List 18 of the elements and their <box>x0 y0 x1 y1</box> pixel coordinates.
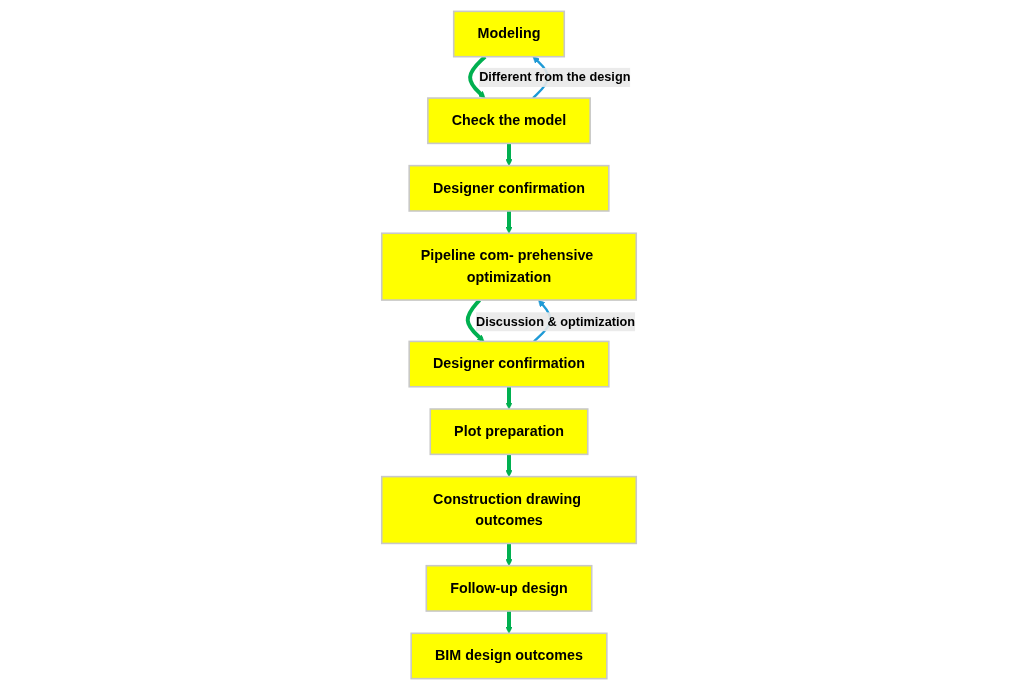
arrow <box>505 610 512 634</box>
node-box: Follow-up design <box>425 564 592 612</box>
edge-label: Different from the design <box>478 69 630 84</box>
edge-label: Discussion & optimization <box>475 314 635 328</box>
node-box: Pipeline com- prehensive optimization <box>380 231 637 301</box>
node-box: Modeling <box>452 10 565 57</box>
arrow <box>465 298 484 342</box>
arrow <box>505 453 512 477</box>
node-box: Designer confirmation <box>407 164 610 212</box>
arrow <box>505 386 512 409</box>
node-box: BIM design outcomes <box>409 632 608 679</box>
arrow <box>505 210 512 234</box>
node-box: Check the model <box>426 96 591 144</box>
node-box: Plot preparation <box>428 407 589 455</box>
arrow <box>505 542 512 566</box>
node-box: Designer confirmation <box>407 340 610 388</box>
node-box: Construction drawing outcomes <box>380 475 637 544</box>
arrow <box>505 142 512 166</box>
